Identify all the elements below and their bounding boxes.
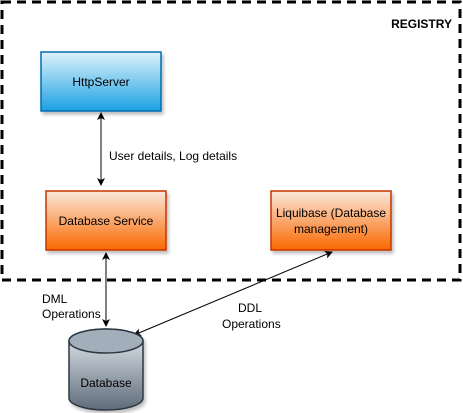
database-service-label: Database Service [59,214,154,228]
http-server-node[interactable]: HttpServer [40,51,162,112]
edge-http-to-db-service-label: User details, Log details [109,149,237,163]
edge-ddl-label-line2: Operations [222,317,281,331]
edge-ddl-label-line1: DDL [238,301,262,315]
liquibase-node[interactable]: Liquibase (Database management) [270,190,392,251]
registry-label: REGISTRY [391,17,452,31]
liquibase-label-line2: management) [294,222,368,236]
liquibase-box[interactable] [270,190,392,251]
http-server-label: HttpServer [72,75,129,89]
edge-liquibase-to-database[interactable] [133,251,333,336]
edge-dml-label-line1: DML [42,292,68,306]
database-service-node[interactable]: Database Service [45,190,167,251]
database-cylinder-icon [68,328,144,411]
database-node[interactable]: Database [68,328,144,411]
liquibase-label-line1: Liquibase (Database [276,206,386,220]
database-service-box[interactable] [45,190,167,251]
edge-dml-label-line2: Operations [42,307,101,321]
database-label: Database [80,376,132,390]
http-server-box[interactable] [40,51,162,112]
